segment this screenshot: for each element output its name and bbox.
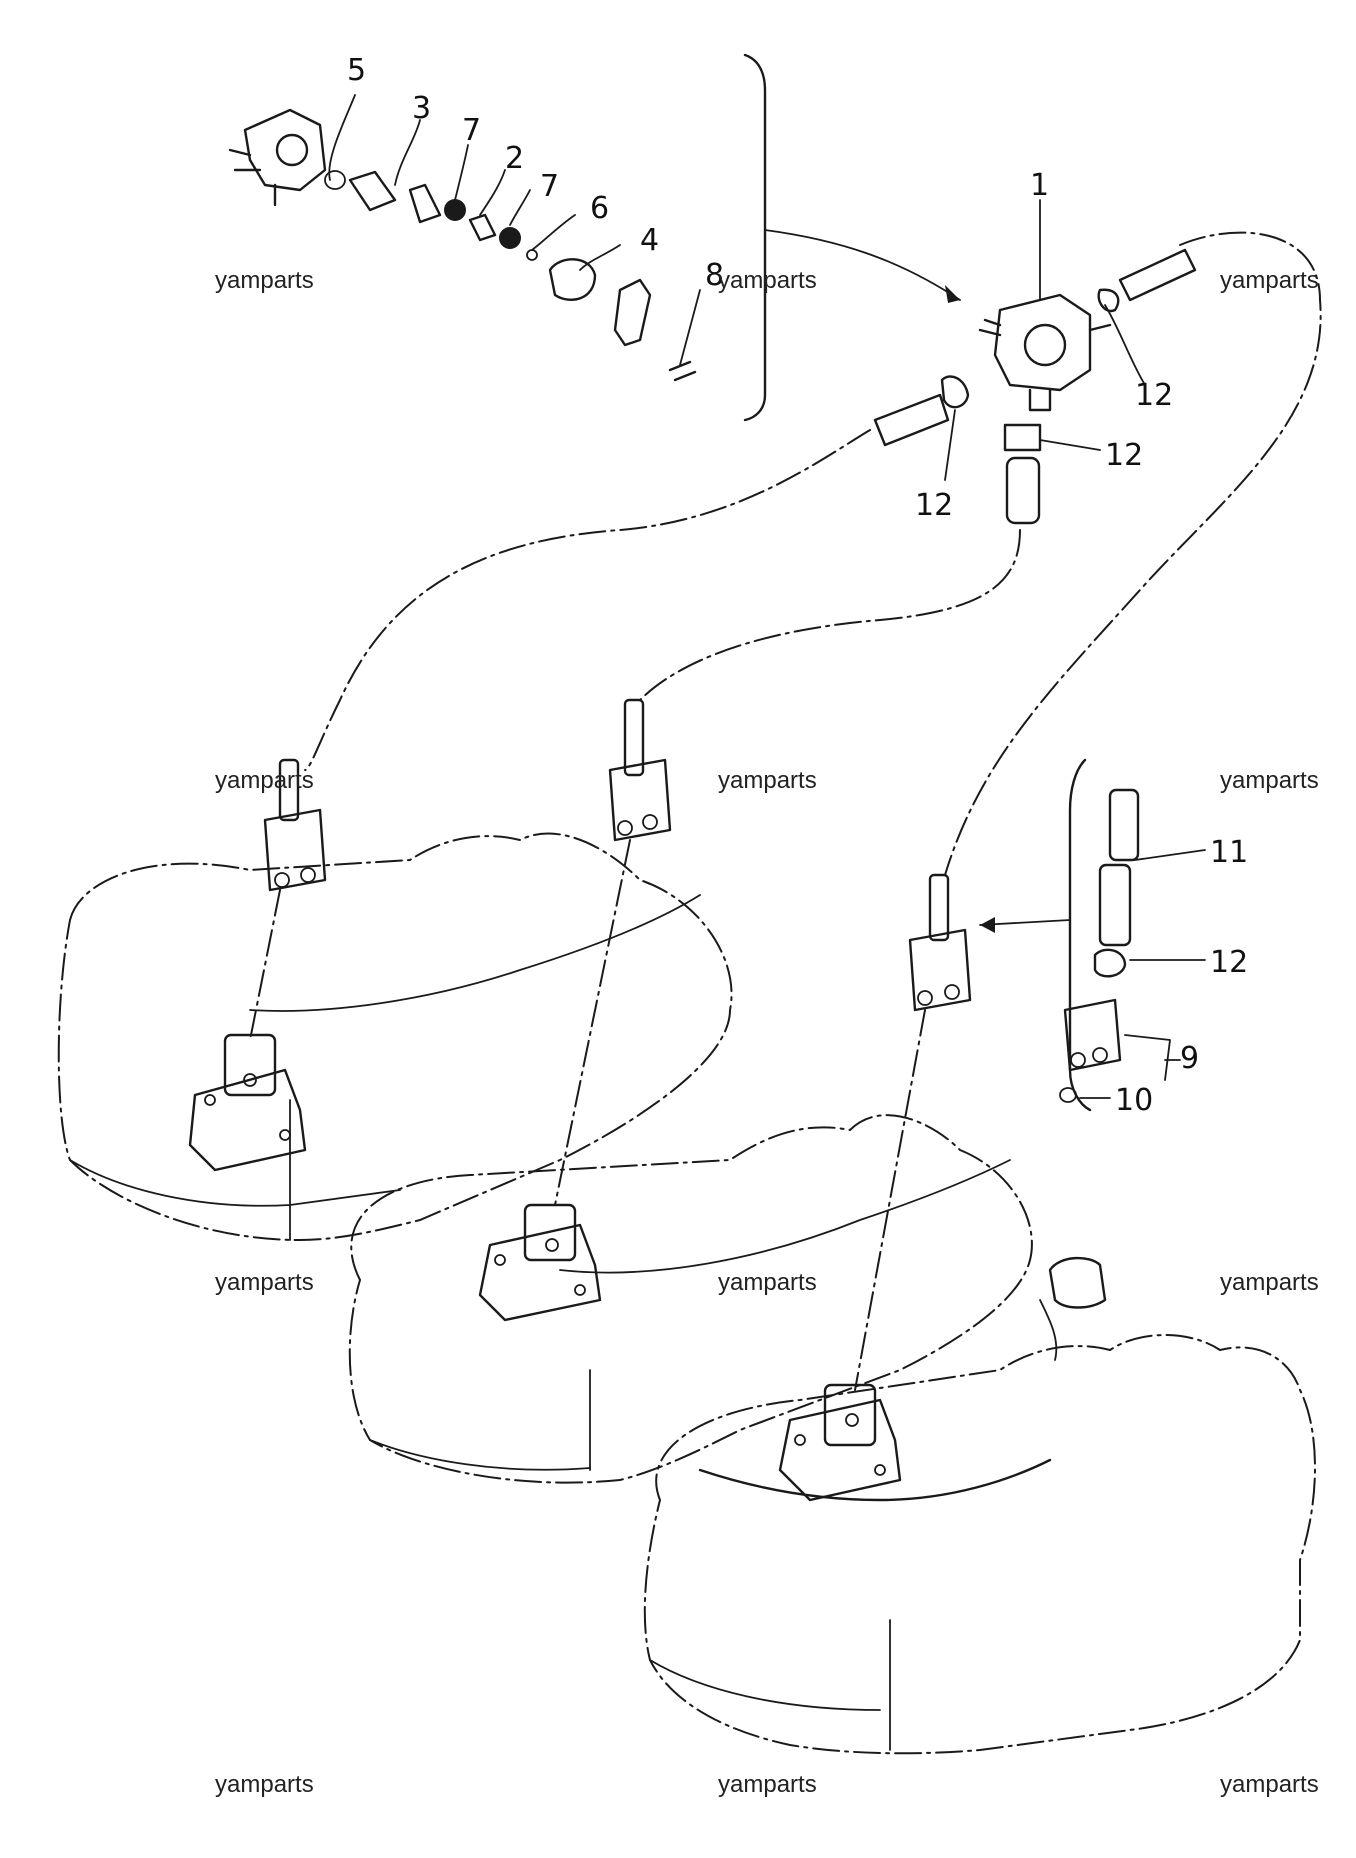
fuel-tank-left [57, 832, 733, 1242]
fuel-connector-middle [608, 698, 672, 842]
hose-left [873, 375, 970, 447]
tank-fitting-middle [478, 1203, 602, 1322]
watermark-text: yamparts [215, 1771, 314, 1798]
callout-7a: 7 [462, 113, 481, 148]
watermark-text: yamparts [215, 767, 314, 794]
callout-6: 6 [590, 191, 609, 226]
tank-fitting-right [778, 1383, 902, 1502]
fuel-tank-middle [348, 1114, 1033, 1484]
exploded-connector-detail [979, 758, 1140, 1112]
hose-bottom [1003, 423, 1042, 525]
callout-10: 10 [1115, 1083, 1153, 1118]
exploded-valve-detail [228, 108, 697, 382]
watermark-text: yamparts [718, 1771, 817, 1798]
hose-top-right [1097, 248, 1197, 313]
callout-8: 8 [705, 258, 724, 293]
fuel-connector-right [908, 873, 972, 1012]
watermark-text: yamparts [1220, 1771, 1319, 1798]
callout-2: 2 [505, 141, 524, 176]
watermark-text: yamparts [1220, 267, 1319, 294]
watermark-text: yamparts [1220, 767, 1319, 794]
watermark-text: yamparts [718, 767, 817, 794]
callout-7b: 7 [540, 169, 559, 204]
callout-12-valve-left: 12 [915, 488, 953, 523]
watermark-text: yamparts [1220, 1269, 1319, 1296]
watermarks: yamparts yamparts yamparts yamparts yamp… [215, 267, 1319, 1798]
callout-12-valve-bottom: 12 [1105, 438, 1143, 473]
watermark-text: yamparts [718, 1269, 817, 1296]
callout-4: 4 [640, 223, 659, 258]
callout-5: 5 [347, 53, 366, 88]
watermark-text: yamparts [215, 267, 314, 294]
callout-1: 1 [1030, 168, 1049, 203]
fuel-lines [249, 231, 1322, 1391]
watermark-text: yamparts [718, 267, 817, 294]
callout-3: 3 [412, 91, 431, 126]
callout-11: 11 [1210, 835, 1248, 870]
fuel-selector-valve [978, 293, 1112, 412]
callout-9: 9 [1180, 1041, 1199, 1076]
callout-12-detail: 12 [1210, 945, 1248, 980]
watermark-text: yamparts [215, 1269, 314, 1296]
callout-labels: 1 2 3 4 5 6 7 7 8 9 10 11 12 12 12 12 [347, 53, 1248, 1118]
fuel-tank-right [643, 1256, 1316, 1755]
detail-bracket-top [743, 53, 961, 422]
leader-lines [328, 94, 1206, 1099]
callout-12-valve-right: 12 [1135, 378, 1173, 413]
fuel-connector-left [263, 758, 327, 892]
tank-fitting-left [188, 1033, 307, 1172]
